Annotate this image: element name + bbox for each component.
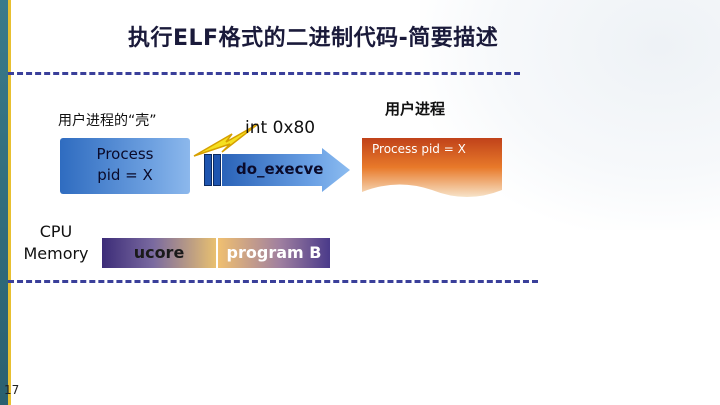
ucore-label: ucore (133, 243, 185, 262)
process-shell-box (60, 138, 190, 194)
program-label: program B (226, 243, 322, 262)
document-text: Process pid = X (372, 142, 466, 156)
process-shell-text: Process pid = X (60, 144, 190, 186)
memory-label: Memory (23, 244, 89, 263)
syscall-label: do_execve (236, 160, 324, 178)
lightning-icon (193, 123, 259, 157)
slide-page-number: 17 (4, 383, 20, 397)
program-memory-block (218, 238, 330, 268)
shell-label: 用户进程的“壳” (58, 113, 157, 129)
user-process-label: 用户进程 (385, 100, 446, 118)
handle-bar-left (204, 154, 212, 186)
slide-left-accent-bar (0, 0, 8, 405)
cpu-memory-label: CPU Memory (16, 221, 96, 265)
right-arrow-icon (222, 148, 350, 192)
interrupt-label: int 0x80 (245, 118, 316, 138)
slide-title: 执行ELF格式的二进制代码-简要描述 (128, 26, 499, 51)
ucore-memory-block (102, 238, 216, 268)
top-dashed-divider (8, 72, 520, 75)
process-line2: pid = X (97, 166, 153, 184)
document-icon (362, 138, 502, 197)
process-line1: Process (96, 145, 154, 163)
handle-bar-right (213, 154, 221, 186)
bottom-dashed-divider (8, 280, 538, 283)
slide-left-accent-stripe (8, 0, 11, 405)
cpu-label: CPU (39, 222, 73, 241)
